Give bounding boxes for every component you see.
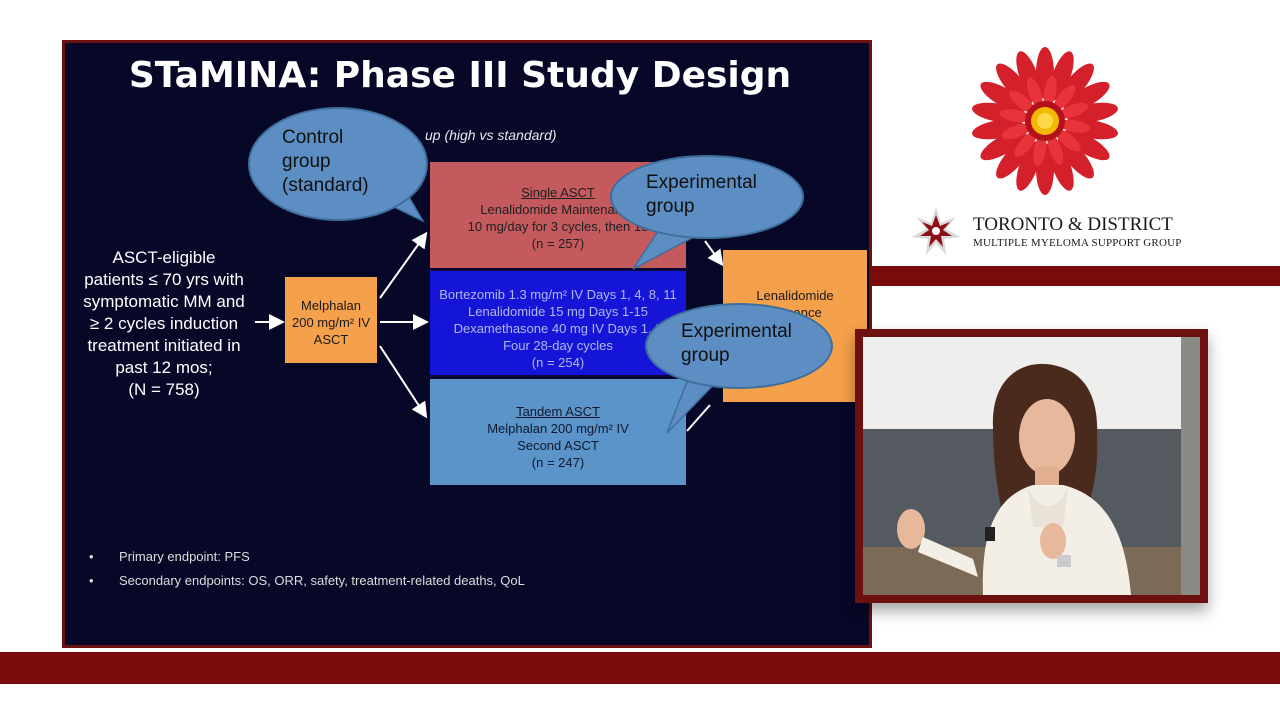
bortezomib-line: Dexamethasone 40 mg IV Days 1, 8 — [453, 321, 663, 336]
bubble-line: Experimental — [681, 321, 792, 342]
bortezomib-line: (n = 254) — [531, 355, 585, 370]
experimental-group-bubble-1: Experimental group — [610, 155, 804, 239]
single-asct-line: 10 mg/day for 3 cycles, then 15 — [467, 219, 649, 234]
maintenance-line: Lenalidomide — [756, 288, 834, 303]
patient-line: symptomatic MM and — [83, 292, 245, 311]
arrow-tandem-to-maintenance — [686, 404, 711, 432]
endpoint-item: Secondary endpoints: OS, ORR, safety, tr… — [89, 573, 525, 588]
presenter-video — [863, 337, 1200, 595]
tandem-asct-heading: Tandem ASCT — [516, 404, 600, 419]
experimental-group-bubble-2: Experimental group — [645, 303, 833, 389]
patient-criteria: ASCT-eligible patients ≤ 70 yrs with sym… — [69, 247, 259, 401]
bortezomib-line: Bortezomib 1.3 mg/m² IV Days 1, 4, 8, 11 — [439, 287, 677, 302]
bubble-line: Control — [282, 127, 344, 148]
bottom-brand-band — [0, 652, 1280, 684]
bubble-line: group — [681, 345, 730, 366]
single-asct-line: (n = 257) — [531, 236, 585, 251]
bubble-line: group — [282, 151, 331, 172]
flow-arrows — [255, 231, 724, 432]
melphalan-line: 200 mg/m² IV — [291, 315, 371, 330]
tandem-asct-line: Second ASCT — [517, 438, 599, 453]
logo-star-icon — [912, 207, 960, 255]
endpoint-list: Primary endpoint: PFS Secondary endpoint… — [89, 549, 525, 597]
patient-line: ASCT-eligible — [112, 248, 216, 267]
presentation-slide: STaMINA: Phase III Study Design up (high… — [62, 40, 872, 648]
patient-line: past 12 mos; — [115, 358, 213, 377]
patient-line: treatment initiated in — [87, 336, 241, 355]
slide-title: STaMINA: Phase III Study Design — [128, 55, 792, 96]
tandem-asct-box: Tandem ASCT Melphalan 200 mg/m² IV Secon… — [430, 379, 686, 485]
gerbera-flower-icon — [972, 47, 1118, 195]
bubble-line: Experimental — [646, 172, 757, 193]
bubble-line: (standard) — [282, 175, 369, 196]
tandem-asct-line: (n = 247) — [531, 455, 585, 470]
melphalan-line: ASCT — [313, 332, 349, 347]
melphalan-box: Melphalan 200 mg/m² IV ASCT — [285, 277, 377, 363]
melphalan-line: Melphalan — [301, 298, 361, 313]
patient-line: patients ≤ 70 yrs with — [84, 270, 244, 289]
single-asct-heading: Single ASCT — [521, 185, 595, 200]
logo-subtitle: MULTIPLE MYELOMA SUPPORT GROUP — [973, 237, 1182, 249]
arrow-to-single — [379, 231, 428, 299]
arrow-to-maintenance — [704, 240, 724, 267]
control-group-bubble: Control group (standard) — [248, 107, 428, 221]
bubble-line: group — [646, 196, 695, 217]
logo-title: TORONTO & DISTRICT — [973, 214, 1173, 235]
tandem-asct-line: Melphalan 200 mg/m² IV — [487, 421, 629, 436]
presenter-image — [863, 337, 1200, 595]
single-asct-line: Lenalidomide Maintenance — [480, 202, 636, 217]
bortezomib-line: Four 28-day cycles — [503, 338, 613, 353]
right-brand-band — [870, 266, 1280, 286]
bortezomib-line: Lenalidomide 15 mg Days 1-15 — [468, 304, 648, 319]
randomization-label: up (high vs standard) — [425, 127, 557, 143]
arrow-to-tandem — [379, 345, 428, 419]
patient-line: (N = 758) — [128, 380, 200, 399]
presenter-video-frame — [855, 329, 1208, 603]
patient-line: ≥ 2 cycles induction — [89, 314, 239, 333]
endpoint-item: Primary endpoint: PFS — [89, 549, 525, 564]
bortezomib-box: Bortezomib 1.3 mg/m² IV Days 1, 4, 8, 11… — [430, 269, 686, 377]
